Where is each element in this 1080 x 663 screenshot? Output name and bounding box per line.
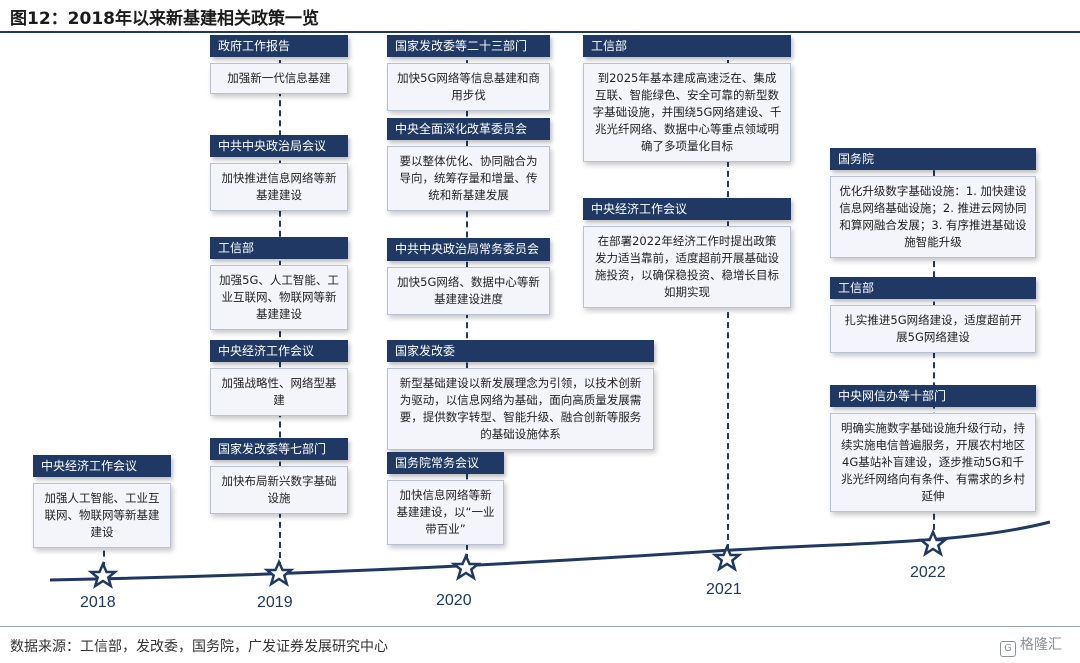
card-header: 国务院 bbox=[830, 148, 1036, 170]
policy-card-2021-1: 工信部 到2025年基本建成高速泛在、集成互联、智能绿色、安全可靠的新型数字基础… bbox=[583, 35, 791, 162]
card-body: 明确实施数字基础设施升级行动，持续实施电信普遍服务，开展农村地区4G基站补盲建设… bbox=[830, 413, 1036, 512]
card-body: 要以整体优化、协同融合为导向，统筹存量和增量、传统和新基建发展 bbox=[387, 146, 550, 211]
star-icon bbox=[87, 560, 119, 589]
policy-card-2019-5: 国家发改委等七部门 加快布局新兴数字基础设施 bbox=[210, 438, 348, 514]
connector-2018 bbox=[103, 528, 105, 568]
card-body: 加快5G网络等信息基建和商用步伐 bbox=[387, 63, 550, 111]
policy-card-2022-1: 国务院 优化升级数字基础设施：1. 加快建设信息网络基础设施；2. 推进云网协同… bbox=[830, 148, 1036, 258]
card-header: 中共中央政治局常务委员会 bbox=[387, 238, 550, 261]
card-header: 政府工作报告 bbox=[210, 35, 348, 57]
card-body: 优化升级数字基础设施：1. 加快建设信息网络基础设施；2. 推进云网协同和算网融… bbox=[830, 176, 1036, 258]
footer-divider bbox=[0, 626, 1080, 627]
policy-card-2022-3: 中央网信办等十部门 明确实施数字基础设施升级行动，持续实施电信普遍服务，开展农村… bbox=[830, 385, 1036, 512]
policy-card-2019-3: 工信部 加强5G、人工智能、工业互联网、物联网等新基建建设 bbox=[210, 237, 348, 330]
star-icon bbox=[450, 552, 482, 581]
card-body: 在部署2022年经济工作时提出政策发力适当靠前，适度超前开展基础设施投资，以确保… bbox=[583, 226, 791, 308]
policy-card-2019-2: 中共中央政治局会议 加快推进信息网络等新基建建设 bbox=[210, 135, 348, 211]
card-body: 加快布局新兴数字基础设施 bbox=[210, 466, 348, 514]
star-icon bbox=[917, 528, 949, 557]
card-header: 国家发改委 bbox=[387, 340, 654, 362]
card-body: 加强新一代信息基建 bbox=[210, 63, 348, 94]
card-header: 中央全面深化改革委员会 bbox=[387, 118, 550, 140]
watermark-text: 格隆汇 bbox=[1020, 637, 1062, 653]
policy-card-2021-2: 中央经济工作会议 在部署2022年经济工作时提出政策发力适当靠前，适度超前开展基… bbox=[583, 198, 791, 308]
star-icon bbox=[711, 543, 743, 572]
policy-card-2020-1: 国家发改委等二十三部门 加快5G网络等信息基建和商用步伐 bbox=[387, 35, 550, 111]
card-header: 中央经济工作会议 bbox=[583, 198, 791, 220]
year-label-2019: 2019 bbox=[257, 594, 293, 611]
card-body: 到2025年基本建成高速泛在、集成互联、智能绿色、安全可靠的新型数字基础设施，并… bbox=[583, 63, 791, 162]
year-label-2022: 2022 bbox=[910, 564, 946, 581]
policy-card-2020-5: 国务院常务会议 加快信息网络等新基建建设，以“一业带百业” bbox=[387, 452, 504, 545]
policy-card-2018-1: 中央经济工作会议 加强人工智能、工业互联网、物联网等新基建建设 bbox=[33, 455, 171, 548]
card-header: 中共中央政治局会议 bbox=[210, 135, 348, 157]
card-body: 加强战略性、网络型基建 bbox=[210, 368, 348, 416]
card-body: 扎实推进5G网络建设，适度超前开展5G网络建设 bbox=[830, 305, 1036, 353]
card-body: 加快5G网络、数据中心等新基建建设进度 bbox=[387, 267, 550, 315]
policy-card-2022-2: 工信部 扎实推进5G网络建设，适度超前开展5G网络建设 bbox=[830, 277, 1036, 353]
policy-card-2020-4: 国家发改委 新型基础建设以新发展理念为引领，以技术创新为驱动，以信息网络为基础，… bbox=[387, 340, 654, 450]
watermark-logo-icon: G bbox=[1000, 641, 1016, 657]
source-note: 数据来源：工信部，发改委，国务院，广发证券发展研究中心 bbox=[10, 639, 388, 655]
card-body: 加快信息网络等新基建建设，以“一业带百业” bbox=[387, 480, 504, 545]
card-body: 加快推进信息网络等新基建建设 bbox=[210, 163, 348, 211]
card-header: 工信部 bbox=[830, 277, 1036, 299]
card-header: 工信部 bbox=[210, 237, 348, 259]
card-header: 中央经济工作会议 bbox=[33, 455, 171, 477]
card-body: 加强5G、人工智能、工业互联网、物联网等新基建建设 bbox=[210, 265, 348, 330]
policy-card-2020-3: 中共中央政治局常务委员会 加快5G网络、数据中心等新基建建设进度 bbox=[387, 238, 550, 315]
card-header: 中央经济工作会议 bbox=[210, 340, 348, 362]
policy-card-2019-1: 政府工作报告 加强新一代信息基建 bbox=[210, 35, 348, 94]
star-icon bbox=[263, 558, 295, 587]
card-body: 新型基础建设以新发展理念为引领，以技术创新为驱动，以信息网络为基础，面向高质量发… bbox=[387, 368, 654, 450]
figure-title: 图12：2018年以来新基建相关政策一览 bbox=[10, 9, 319, 29]
card-header: 中央网信办等十部门 bbox=[830, 385, 1036, 407]
card-body: 加强人工智能、工业互联网、物联网等新基建建设 bbox=[33, 483, 171, 548]
card-header: 国家发改委等二十三部门 bbox=[387, 35, 550, 57]
title-divider bbox=[0, 31, 1080, 33]
year-label-2020: 2020 bbox=[436, 592, 472, 609]
card-header: 工信部 bbox=[583, 35, 791, 57]
policy-card-2019-4: 中央经济工作会议 加强战略性、网络型基建 bbox=[210, 340, 348, 416]
card-header: 国家发改委等七部门 bbox=[210, 438, 348, 460]
policy-card-2020-2: 中央全面深化改革委员会 要以整体优化、协同融合为导向，统筹存量和增量、传统和新基… bbox=[387, 118, 550, 211]
year-label-2021: 2021 bbox=[706, 581, 742, 598]
year-label-2018: 2018 bbox=[80, 594, 116, 611]
card-header: 国务院常务会议 bbox=[387, 452, 504, 474]
